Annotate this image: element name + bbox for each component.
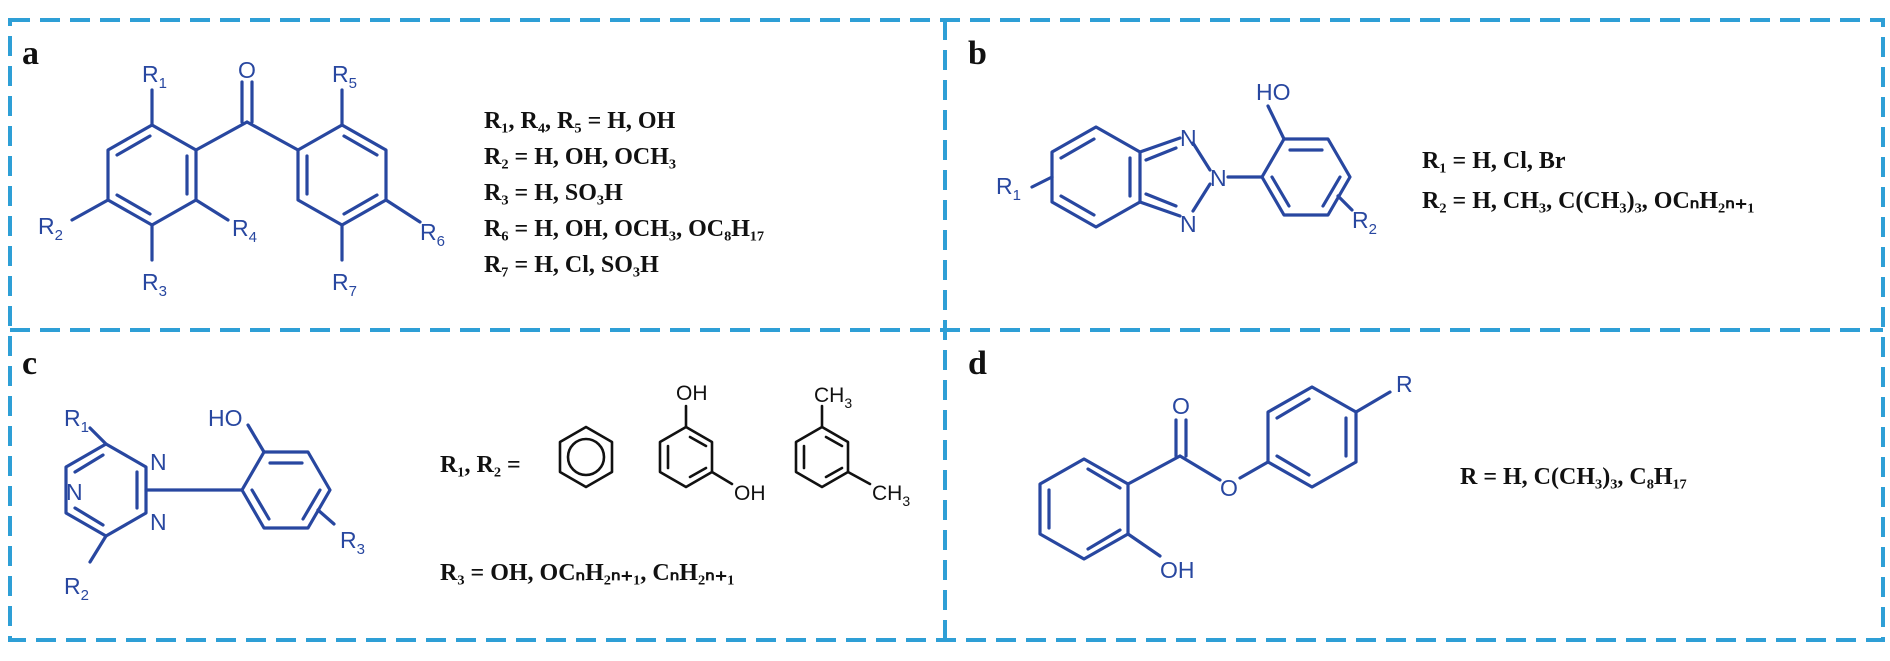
oxygen-atom-label: O — [238, 57, 256, 83]
benzotriazole-structure: HO N N N R1 R2 — [996, 79, 1377, 238]
panel-a-sub-3: R₃ = H, SO₃H — [484, 180, 623, 206]
panel-d-sub: R = H, C(CH₃)₃, C₈H₁₇ — [1460, 464, 1687, 490]
nitrogen-label-2: N — [66, 479, 83, 505]
panel-a-sub-4: R₆ = H, OH, OCH₃, OC₈H₁₇ — [484, 216, 764, 242]
ch3-label-top: CH3 — [814, 384, 852, 411]
panel-c: c HO N N N R1 R2 R — [22, 345, 910, 604]
r2-label: R2 — [1352, 207, 1377, 238]
nitrogen-label-3: N — [150, 509, 167, 535]
r3-label: R3 — [142, 269, 167, 300]
r1-label: R1 — [64, 405, 89, 436]
oh-label-bottom: OH — [734, 482, 766, 505]
panel-b-sub-2: R₂ = H, CH₃, C(CH₃)₃, OCₙH₂ₙ₊₁ — [1422, 188, 1755, 214]
panel-a-sub-2: R₂ = H, OH, OCH₃ — [484, 144, 676, 170]
hydroxyl-label: HO — [1256, 79, 1291, 105]
r7-label: R7 — [332, 269, 357, 300]
hydroxyl-label: HO — [208, 405, 243, 431]
panel-borders — [8, 18, 1885, 642]
r2-label: R2 — [64, 573, 89, 604]
panel-c-r3-label: R₃ = OH, OCₙH₂ₙ₊₁, CₙH₂ₙ₊₁ — [440, 560, 735, 586]
salicylate-structure: O O OH R — [1038, 371, 1413, 583]
r1-label: R1 — [996, 173, 1021, 204]
r-label: R — [1396, 371, 1413, 397]
r4-label: R4 — [232, 215, 257, 246]
ester-oxygen-label: O — [1220, 475, 1238, 501]
panel-b-label: b — [968, 35, 987, 72]
benzophenone-structure: O R1 R2 R3 R4 R5 R6 R7 — [38, 57, 445, 300]
hydroxyl-label: OH — [1160, 557, 1195, 583]
nitrogen-label-1: N — [150, 449, 167, 475]
r1-label: R1 — [142, 61, 167, 92]
benzene-structure — [558, 425, 614, 489]
r3-label: R3 — [340, 527, 365, 558]
panel-a-sub-5: R₇ = H, Cl, SO₃H — [484, 252, 659, 278]
r5-label: R5 — [332, 61, 357, 92]
panel-c-label: c — [22, 345, 37, 382]
panel-a-label: a — [22, 35, 39, 72]
panel-a-substituent-list: R₁, R₄, R₅ = H, OH R₂ = H, OH, OCH₃ R₃ =… — [484, 108, 764, 278]
panel-b: b HO N — [968, 35, 1755, 238]
panel-d-label: d — [968, 345, 987, 382]
nitrogen-bottom-label: N — [1180, 211, 1197, 237]
r6-label: R6 — [420, 219, 445, 250]
ch3-label-bottom: CH3 — [872, 482, 910, 509]
panel-b-substituent-list: R₁ = H, Cl, Br R₂ = H, CH₃, C(CH₃)₃, OCₙ… — [1422, 148, 1755, 214]
r2-label: R2 — [38, 213, 63, 244]
panel-a: a O R1 — [22, 35, 764, 300]
carbonyl-oxygen-label: O — [1172, 393, 1190, 419]
resorcinol-structure: OH OH — [658, 382, 766, 505]
m-xylene-structure: CH3 CH3 — [794, 384, 910, 509]
panel-b-sub-1: R₁ = H, Cl, Br — [1422, 148, 1566, 174]
panel-a-sub-1: R₁, R₄, R₅ = H, OH — [484, 108, 676, 134]
panel-c-r12-label: R₁, R₂ = — [440, 452, 521, 478]
nitrogen-mid-label: N — [1210, 165, 1227, 191]
nitrogen-top-label: N — [1180, 125, 1197, 151]
oh-label-top: OH — [676, 382, 708, 405]
triazine-structure: HO N N N R1 R2 R3 — [64, 405, 365, 604]
panel-d: d O O OH R R — [968, 345, 1687, 583]
